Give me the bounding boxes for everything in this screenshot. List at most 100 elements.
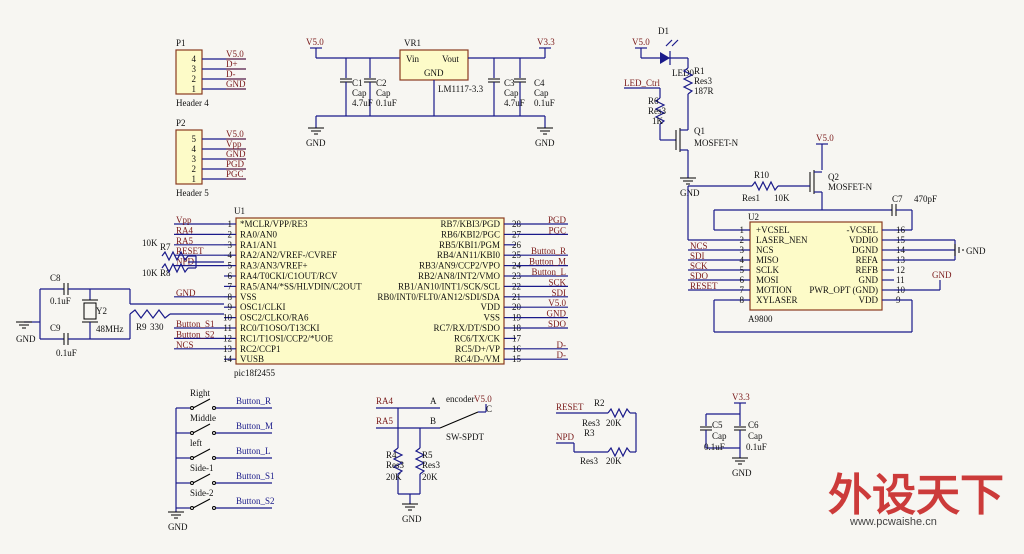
switch-name: left <box>190 438 202 448</box>
u2-left-pin-name: LASER_NEN <box>756 235 808 245</box>
p1-net-label: D+ <box>226 59 238 69</box>
r6-ref: R6 <box>648 96 659 106</box>
switch-net: Button_R <box>236 396 271 406</box>
p2-net-label: V5.0 <box>226 129 244 139</box>
reg-vout: Vout <box>442 54 459 64</box>
p2-pin-num: 5 <box>192 134 197 144</box>
r8-value: 10K <box>142 268 158 278</box>
q1-type: MOSFET-N <box>694 138 739 148</box>
enc-gnd: GND <box>402 514 422 524</box>
p1-pin-num: 3 <box>192 64 197 74</box>
u1-right-net: SDO <box>548 319 567 329</box>
u1-right-net: D- <box>557 350 567 360</box>
switch-gnd: GND <box>168 522 188 532</box>
c6-value: 0.1uF <box>746 442 767 452</box>
led-v5: V5.0 <box>632 37 650 47</box>
u1-right-net: SDI <box>551 288 566 298</box>
button-switches: RightButton_RMiddleButton_MleftButton_LS… <box>168 388 275 532</box>
u1-left-pin-name: VUSB <box>240 354 264 364</box>
reg-body <box>399 49 469 81</box>
p2-net-label: PGD <box>226 159 245 169</box>
reg-out-net: V3.3 <box>537 37 555 47</box>
gnd-symbol <box>168 511 184 519</box>
u1-left-pin-num: 1 <box>228 219 233 229</box>
q1-ref: Q1 <box>694 126 705 136</box>
u1-right-pin-name: RB3/AN9/CCP2/VPO <box>419 261 501 271</box>
u1-right-net: PGC <box>548 225 566 235</box>
u1-left-net: Button_S2 <box>176 329 215 339</box>
y2-ref: Y2 <box>96 306 107 316</box>
r7-value: 10K <box>142 238 158 248</box>
u1-left-pin-name: RC2/CCP1 <box>240 344 281 354</box>
pull-npd: NPD <box>556 432 575 442</box>
u2-left-net: RESET <box>690 281 718 291</box>
gnd-symbol <box>308 127 324 135</box>
gnd-symbol <box>16 321 32 329</box>
r9-ref: R9 <box>136 322 147 332</box>
p1-net-label: GND <box>226 79 246 89</box>
u1-right-pin-name: RB7/KBI3/PGD <box>440 219 500 229</box>
r5-type: Res3 <box>422 460 441 470</box>
switch-name: Middle <box>190 413 216 423</box>
p2-pin-num: 2 <box>192 164 197 174</box>
p2-net-label: Vpp <box>226 139 242 149</box>
q2-ref: Q2 <box>828 172 839 182</box>
u1-left-net: Button_S1 <box>176 319 215 329</box>
reg-gnd: GND <box>424 68 444 78</box>
u2-left-pin-name: MOSI <box>756 275 779 285</box>
u1-left-pin-name: RA5/AN4/*SS/HLVDIN/C2OUT <box>240 281 362 291</box>
encoder-section: RA4 RA5 A B C encoder V5.0 SW-SPDT R4 Re… <box>376 394 492 524</box>
p2-pin-num: 4 <box>192 144 197 154</box>
c4-type: Cap <box>534 88 549 98</box>
reg-name: LM1117-3.3 <box>438 84 484 94</box>
c6-ref: C6 <box>748 420 759 430</box>
r9-value: 330 <box>150 322 164 332</box>
switch-name: Side-1 <box>190 463 214 473</box>
u1-right-pin-name: RC6/TX/CK <box>454 333 501 343</box>
u1-left-pin-num: 10 <box>223 313 233 323</box>
u1-left-pin-num: 12 <box>223 333 232 343</box>
switch-name: Right <box>190 388 211 398</box>
gnd-symbol <box>402 503 418 511</box>
u1-left-net: GND <box>176 288 196 298</box>
switch-net: Button_S2 <box>236 496 275 506</box>
p2-body <box>175 129 203 185</box>
dec-v33: V3.3 <box>732 392 750 402</box>
c2-ref: C2 <box>376 78 387 88</box>
u1-name: pic18f2455 <box>234 368 275 378</box>
u1-left-pin-name: RA1/AN1 <box>240 240 277 250</box>
r5-ref: R5 <box>422 450 433 460</box>
r6-type: Res3 <box>648 106 667 116</box>
reset-pullups: RESET R2 Res3 20K NPD R3 Res3 20K <box>556 398 637 466</box>
r2-type: Res3 <box>582 418 601 428</box>
u1-left-pin-name: OSC2/CLKO/RA6 <box>240 313 309 323</box>
r3-ref: R3 <box>584 428 595 438</box>
c1-ref: C1 <box>352 78 363 88</box>
r6-value: 1K <box>652 116 664 126</box>
c2-type: Cap <box>376 88 391 98</box>
u2-right-pin-num: 11 <box>896 275 905 285</box>
enc-ra4: RA4 <box>376 396 394 406</box>
u1-right-pin-name: RB6/KBI2/PGC <box>441 229 500 239</box>
u1-left-pin-num: 8 <box>228 292 233 302</box>
decoupling-caps: V3.3 C5 Cap 0.1uF C6 Cap 0.1uF GND <box>700 392 767 478</box>
c9-value: 0.1uF <box>56 348 77 358</box>
u2-left-net: SCK <box>690 261 708 271</box>
u1-left-pin-num: 7 <box>228 281 233 291</box>
p1-pin-num: 4 <box>192 54 197 64</box>
u2-left-net: NCS <box>690 241 708 251</box>
c3-value: 4.7uF <box>504 98 525 108</box>
u1-right-net: Button_M <box>529 257 566 267</box>
reg-in-net: V5.0 <box>306 37 324 47</box>
enc-b: B <box>430 416 436 426</box>
u1-right-net: V5.0 <box>548 298 566 308</box>
u1-right-net: PGD <box>548 215 567 225</box>
gnd-symbol <box>537 127 553 135</box>
c5-value: 0.1uF <box>704 442 725 452</box>
u2-ref: U2 <box>748 212 759 222</box>
r4-ref: R4 <box>386 450 397 460</box>
u1-right-pin-name: RB1/AN10/INT1/SCK/SCL <box>398 281 500 291</box>
